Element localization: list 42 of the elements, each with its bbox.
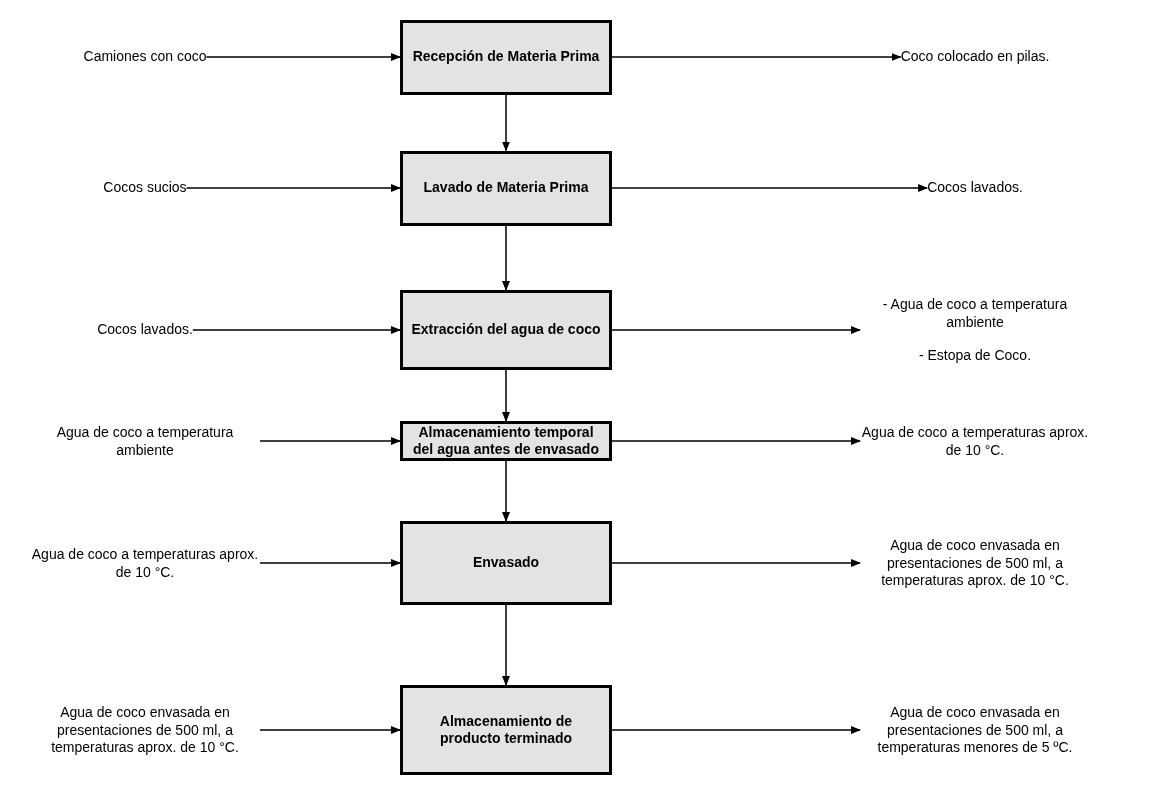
process-label: Envasado bbox=[472, 554, 540, 572]
arrow bbox=[502, 224, 510, 291]
flow-description: Agua de coco a temperatura ambiente bbox=[55, 423, 235, 459]
arrow bbox=[611, 184, 929, 192]
arrow bbox=[502, 460, 510, 522]
arrow bbox=[611, 726, 861, 734]
process-box bbox=[400, 19, 612, 95]
arrow bbox=[611, 326, 861, 334]
flow-description: Agua de coco a temperaturas aprox. de 10 °C. bbox=[860, 423, 1090, 459]
process-label: Almacenamiento de producto terminado bbox=[438, 712, 574, 748]
arrow bbox=[611, 559, 861, 567]
process-box bbox=[400, 150, 612, 226]
flow-description: - Estopa de Coco. bbox=[918, 346, 1032, 365]
process-box bbox=[400, 685, 612, 775]
arrow bbox=[259, 726, 401, 734]
flow-description: Coco colocado en pilas. bbox=[900, 48, 1050, 66]
process-box bbox=[400, 290, 612, 370]
flow-description: Cocos lavados. bbox=[927, 179, 1023, 197]
arrow bbox=[611, 53, 902, 61]
arrow bbox=[205, 53, 401, 61]
flow-description: Cocos sucios bbox=[103, 179, 187, 197]
process-label: Extracción del agua de coco bbox=[411, 321, 601, 339]
flow-description: Agua de coco a temperaturas aprox. de 10 °C. bbox=[30, 545, 260, 581]
process-label: Lavado de Materia Prima bbox=[423, 179, 589, 197]
arrow bbox=[502, 369, 510, 422]
flow-description: - Agua de coco a temperatura ambiente bbox=[881, 295, 1069, 331]
flow-description: Agua de coco envasada en presentaciones de 500 ml, a temperaturas aprox. de 10 °C. bbox=[50, 703, 240, 757]
flow-description: Agua de coco envasada en presentaciones de 500 ml, a temperaturas menores de 5 ºC. bbox=[876, 703, 1074, 757]
arrow bbox=[611, 437, 861, 445]
arrow bbox=[502, 604, 510, 686]
process-label: Almacenamiento temporal del agua antes de envasado bbox=[412, 423, 600, 459]
process-label: Recepción de Materia Prima bbox=[412, 48, 600, 66]
flow-description: Camiones con coco bbox=[83, 48, 207, 66]
process-box bbox=[400, 521, 612, 605]
process-box bbox=[400, 421, 612, 461]
arrow bbox=[192, 326, 401, 334]
arrow bbox=[502, 93, 510, 152]
arrow bbox=[259, 559, 401, 567]
flow-description: Cocos lavados. bbox=[97, 321, 193, 339]
flow-description: Agua de coco envasada en presentaciones de 500 ml, a temperaturas aprox. de 10 °C. bbox=[880, 536, 1070, 590]
arrow bbox=[185, 184, 401, 192]
arrow bbox=[259, 437, 401, 445]
